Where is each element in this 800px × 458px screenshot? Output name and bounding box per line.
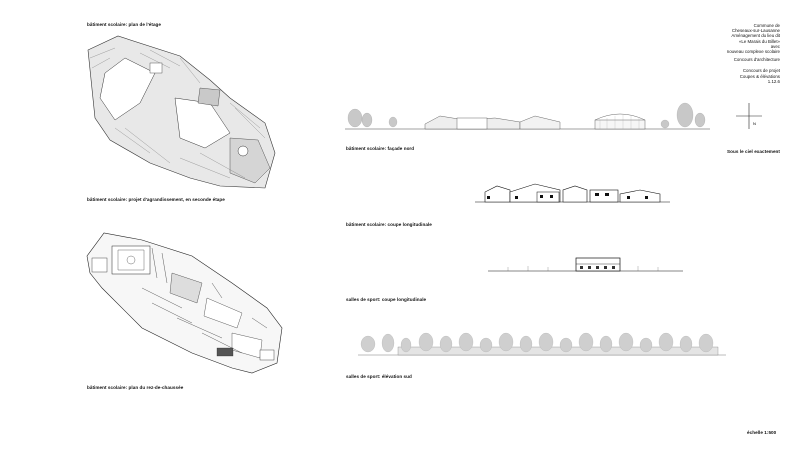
facade-nord-elevation — [345, 102, 710, 130]
label-coupe-longitudinale: bâtiment scolaire: coupe longitudinale — [346, 222, 432, 227]
label-facade-nord: bâtiment scolaire: façade nord — [346, 146, 415, 151]
salles-elevation-drawing — [358, 332, 726, 356]
label-agrandissement: bâtiment scolaire: projet d'agrandisseme… — [87, 197, 225, 202]
tb-line5: avec — [770, 43, 780, 49]
tb-line2: Cheseaux-sur-Lausanne — [731, 28, 780, 34]
ground-floor-plan — [86, 232, 283, 374]
tb-line7: Concours d'architecture — [733, 57, 780, 63]
salles-coupe-drawing — [488, 257, 683, 272]
tb-line1: Commune de — [753, 23, 780, 28]
upper-floor-plan — [87, 35, 276, 189]
tb-line9: Coupes & élévations — [739, 73, 780, 79]
scale-label: échelle 1:500 — [747, 430, 777, 435]
north-letter: N — [753, 121, 756, 126]
tb-line8: Concours de projet — [742, 68, 780, 74]
tb-line3: Aménagement du lieu dit — [731, 33, 780, 39]
tb-line10: 1.12.6 — [767, 78, 780, 84]
title-block: Commune de Cheseaux-sur-Lausanne Aménage… — [660, 23, 780, 84]
label-salles-coupe: salles de sport: coupe longitudinale — [346, 297, 427, 302]
coupe-longitudinale-drawing — [475, 183, 670, 203]
north-cross-icon: N — [736, 103, 762, 129]
label-plan-etage: bâtiment scolaire: plan de l'étage — [87, 22, 162, 27]
motto-text: Sous le ciel exactement — [727, 149, 780, 154]
label-salles-elevation: salles de sport: élévation sud — [346, 374, 412, 379]
tb-line4: «Le Marais du Billet» — [738, 38, 780, 44]
label-plan-rdc: bâtiment scolaire: plan du rez-de-chauss… — [87, 385, 184, 390]
tb-line6: nouveau complexe scolaire — [726, 49, 780, 55]
